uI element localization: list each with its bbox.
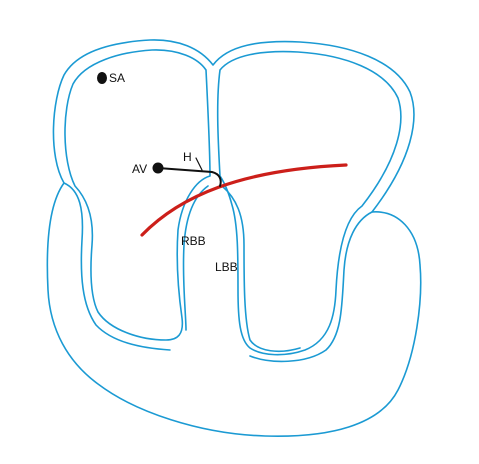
left-ventricle-outer-lining bbox=[249, 211, 373, 363]
lbb-label: LBB bbox=[215, 260, 238, 274]
electrical-axis-line bbox=[140, 163, 348, 237]
his-label-leader bbox=[195, 157, 203, 171]
av-label: AV bbox=[132, 162, 147, 176]
left-chamber-inner-wall bbox=[216, 50, 402, 356]
right-ventricle-free-wall bbox=[63, 182, 171, 351]
septum-right-lining bbox=[182, 185, 209, 331]
conduction-pathway bbox=[157, 157, 222, 187]
av-node bbox=[152, 162, 164, 174]
rbb-label: RBB bbox=[181, 234, 206, 248]
sa-label: SA bbox=[109, 71, 125, 85]
his-label: H bbox=[183, 150, 192, 164]
sa-node bbox=[97, 72, 107, 84]
heart-outline bbox=[46, 39, 422, 437]
septum-left-lining bbox=[221, 185, 301, 353]
right-chamber-inner-wall bbox=[64, 49, 211, 341]
his-bundle-path bbox=[157, 167, 222, 187]
heart-outer-wall bbox=[46, 39, 422, 437]
